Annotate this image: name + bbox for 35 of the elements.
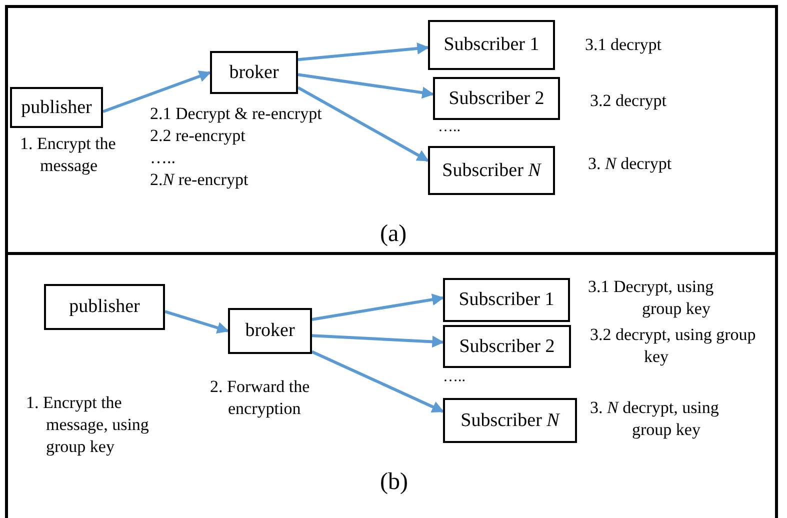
step-text: 3.2 decrypt <box>590 90 668 112</box>
arrow <box>297 86 430 162</box>
arrow <box>312 334 444 348</box>
step-text: 2. Forward the encryption <box>210 376 311 420</box>
label-text: ….. <box>438 120 460 135</box>
process-box: Subscriber 1 <box>428 20 555 70</box>
process-box: Subscriber 2 <box>443 325 571 368</box>
step-text: 3.2 decrypt, using group key <box>590 324 756 368</box>
arrow <box>102 70 212 113</box>
step-text: 2.N re-encrypt <box>150 169 250 191</box>
step-text: 2.1 Decrypt & re-encrypt <box>150 103 323 125</box>
step-text: ….. <box>150 147 176 169</box>
process-box: Subscriber 1 <box>443 278 570 322</box>
label-text: ….. <box>443 370 466 385</box>
step-text: 2.2 re-encrypt <box>150 125 246 147</box>
process-box: publisher <box>10 87 103 128</box>
process-box: Subscriber N <box>443 398 577 443</box>
label-text: (b) <box>380 470 408 494</box>
step-text: 3.1 Decrypt, using group key <box>588 276 715 320</box>
step-text: 3. N decrypt, using group key <box>590 397 720 441</box>
arrow <box>312 294 444 321</box>
step-text: 3.1 decrypt <box>585 34 662 56</box>
step-text: 3. N decrypt <box>588 153 673 175</box>
arrow <box>298 73 434 99</box>
arrow <box>298 42 430 62</box>
arrow <box>311 350 444 413</box>
process-box: Subscriber N <box>428 146 555 195</box>
step-text: 1. Encrypt the message <box>20 133 117 177</box>
process-box: Subscriber 2 <box>433 77 560 120</box>
process-box: broker <box>210 51 298 94</box>
process-box: publisher <box>44 284 165 330</box>
arrow <box>164 310 230 334</box>
process-box: broker <box>228 308 312 354</box>
label-text: (a) <box>380 222 407 246</box>
step-text: 1. Encrypt the message, using group key <box>26 392 150 458</box>
